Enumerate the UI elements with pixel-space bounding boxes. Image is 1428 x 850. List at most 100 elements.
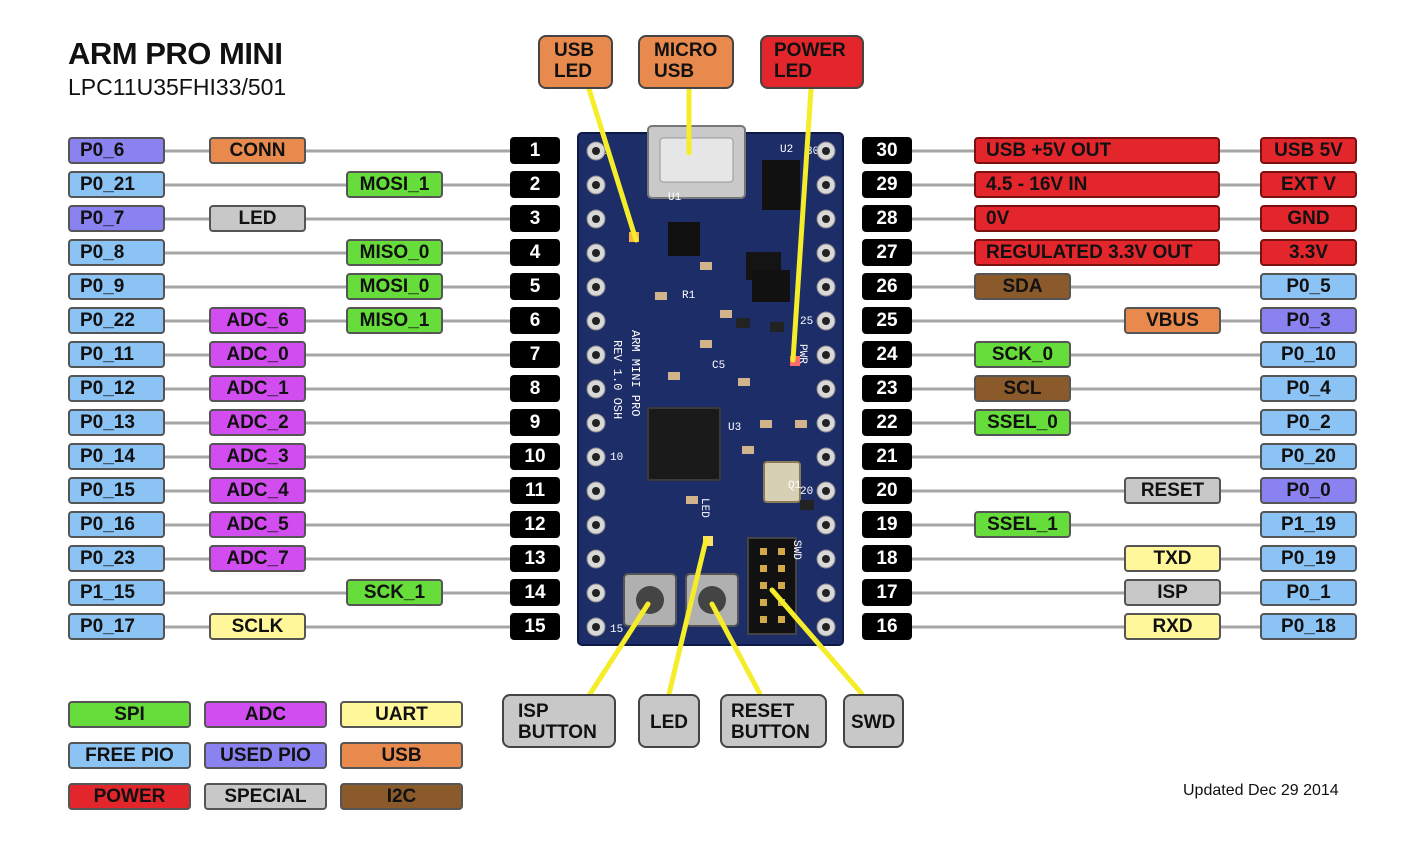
page-title: ARM PRO MINI bbox=[68, 36, 283, 71]
callout-pointer-line bbox=[790, 86, 814, 363]
swd-pin bbox=[778, 616, 785, 623]
pin-number: 16 bbox=[862, 613, 912, 640]
pin-number: 13 bbox=[510, 545, 560, 572]
pin-number: 10 bbox=[510, 443, 560, 470]
pin-name-label: P0_4 bbox=[1260, 375, 1357, 402]
callout-swd: SWD bbox=[843, 694, 904, 748]
callout-isp-button: ISP BUTTON bbox=[502, 694, 616, 748]
function-label: TXD bbox=[1124, 545, 1221, 572]
chip-u1 bbox=[668, 222, 700, 256]
callout-usb-led: USB LED bbox=[538, 35, 613, 89]
svg-text:15: 15 bbox=[610, 624, 623, 636]
pin-number: 7 bbox=[510, 341, 560, 368]
regulator-u4 bbox=[752, 270, 790, 302]
legend-item-power: POWER bbox=[68, 783, 191, 810]
pin-name-label: EXT V bbox=[1260, 171, 1357, 198]
swd-header bbox=[747, 537, 797, 635]
power-function-label: USB +5V OUT bbox=[974, 137, 1220, 164]
pin-number: 14 bbox=[510, 579, 560, 606]
pin-number: 28 bbox=[862, 205, 912, 232]
function-label: ADC_5 bbox=[209, 511, 306, 538]
pin-number: 23 bbox=[862, 375, 912, 402]
updated-date: Updated Dec 29 2014 bbox=[1183, 782, 1339, 799]
swd-pin bbox=[760, 616, 767, 623]
svg-text:U1: U1 bbox=[668, 192, 682, 204]
pad-hole bbox=[592, 283, 600, 291]
svg-text:SWD: SWD bbox=[790, 540, 802, 560]
pad-hole bbox=[822, 181, 830, 189]
pad-hole bbox=[592, 249, 600, 257]
function-label: ADC_2 bbox=[209, 409, 306, 436]
pad-hole bbox=[592, 215, 600, 223]
gpio-label: P0_7 bbox=[68, 205, 165, 232]
pin-number: 12 bbox=[510, 511, 560, 538]
pin-number: 26 bbox=[862, 273, 912, 300]
pad-hole bbox=[822, 215, 830, 223]
callout-pointer-line bbox=[769, 587, 865, 697]
pad-hole bbox=[592, 351, 600, 359]
pin-number: 25 bbox=[862, 307, 912, 334]
function-label: SSEL_0 bbox=[974, 409, 1071, 436]
pad-hole bbox=[822, 385, 830, 393]
gpio-label: P0_9 bbox=[68, 273, 165, 300]
pin-number: 3 bbox=[510, 205, 560, 232]
pad-hole bbox=[822, 283, 830, 291]
pin-number: 29 bbox=[862, 171, 912, 198]
gpio-label: P0_17 bbox=[68, 613, 165, 640]
pin-number: 11 bbox=[510, 477, 560, 504]
legend-item-free-pio: FREE PIO bbox=[68, 742, 191, 769]
legend-item-special: SPECIAL bbox=[204, 783, 327, 810]
function-label: LED bbox=[209, 205, 306, 232]
pin-name-label: P0_18 bbox=[1260, 613, 1357, 640]
pin-number: 18 bbox=[862, 545, 912, 572]
function-label: SCK_0 bbox=[974, 341, 1071, 368]
svg-text:25: 25 bbox=[800, 316, 813, 328]
swd-pin bbox=[778, 565, 785, 572]
function-label: VBUS bbox=[1124, 307, 1221, 334]
gpio-label: P0_6 bbox=[68, 137, 165, 164]
pad-hole bbox=[592, 623, 600, 631]
gpio-label: P0_13 bbox=[68, 409, 165, 436]
function-label: ADC_1 bbox=[209, 375, 306, 402]
pin-number: 17 bbox=[862, 579, 912, 606]
swd-pin bbox=[760, 582, 767, 589]
function-label: MISO_0 bbox=[346, 239, 443, 266]
pad-hole bbox=[822, 487, 830, 495]
pad-hole bbox=[592, 589, 600, 597]
callout-pointer-line bbox=[587, 601, 651, 697]
svg-text:C5: C5 bbox=[712, 360, 725, 372]
svg-text:LED: LED bbox=[698, 498, 710, 518]
legend-item-adc: ADC bbox=[204, 701, 327, 728]
silk-board-name: ARM MINI PRO bbox=[628, 330, 642, 416]
svg-text:10: 10 bbox=[610, 452, 623, 464]
pad-hole bbox=[592, 419, 600, 427]
pad-hole bbox=[592, 453, 600, 461]
function-label: SCL bbox=[974, 375, 1071, 402]
function-label: SCK_1 bbox=[346, 579, 443, 606]
legend-item-spi: SPI bbox=[68, 701, 191, 728]
function-label: ISP bbox=[1124, 579, 1221, 606]
function-label: MOSI_0 bbox=[346, 273, 443, 300]
pad-hole bbox=[822, 419, 830, 427]
function-label: ADC_7 bbox=[209, 545, 306, 572]
pin-number: 15 bbox=[510, 613, 560, 640]
legend-item-usb: USB bbox=[340, 742, 463, 769]
power-function-label: 4.5 - 16V IN bbox=[974, 171, 1220, 198]
gpio-label: P0_12 bbox=[68, 375, 165, 402]
svg-text:PWR: PWR bbox=[796, 344, 808, 364]
swd-pin bbox=[778, 582, 785, 589]
pin-name-label: P0_1 bbox=[1260, 579, 1357, 606]
pin-name-label: P0_0 bbox=[1260, 477, 1357, 504]
callout-reset-button: RESET BUTTON bbox=[720, 694, 827, 748]
power-function-label: 0V bbox=[974, 205, 1220, 232]
pin-name-label: 3.3V bbox=[1260, 239, 1357, 266]
pad-hole bbox=[592, 147, 600, 155]
function-label: RXD bbox=[1124, 613, 1221, 640]
pin-name-label: P0_10 bbox=[1260, 341, 1357, 368]
pin-name-label: GND bbox=[1260, 205, 1357, 232]
pad-hole bbox=[592, 181, 600, 189]
callout-led: LED bbox=[638, 694, 700, 748]
pin-name-label: P0_19 bbox=[1260, 545, 1357, 572]
gpio-label: P0_11 bbox=[68, 341, 165, 368]
